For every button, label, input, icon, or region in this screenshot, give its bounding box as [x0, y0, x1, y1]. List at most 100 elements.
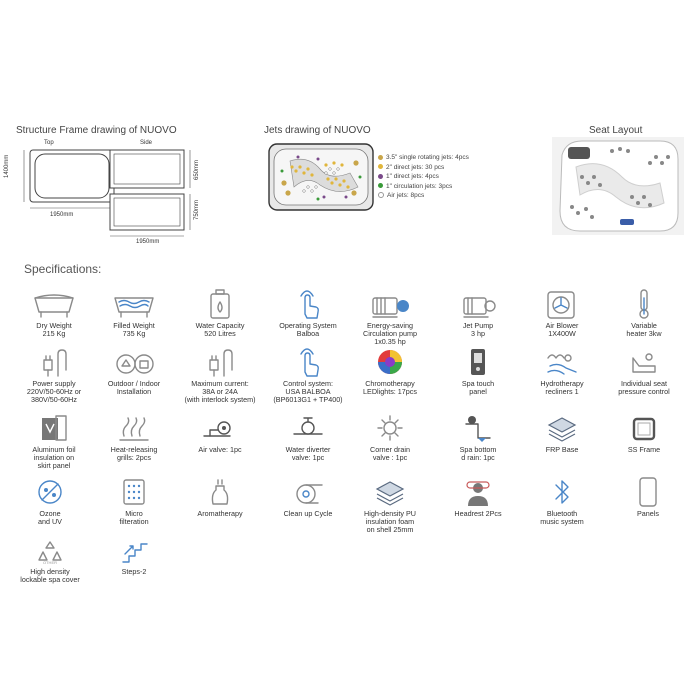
jet-pump-icon — [463, 297, 496, 318]
heat-grill-icon — [119, 417, 149, 441]
spec-item-ozone-uv: Ozone and UV — [10, 474, 90, 526]
jets-legend: 3.5" single rotating jets: 4pcs 2" direc… — [378, 153, 469, 201]
spec-item-aluminum-foil: Aluminum foil insulation on skirt panel — [14, 410, 94, 470]
panels-icon — [639, 477, 657, 507]
spec-item-touch-panel: Spa touch panel — [438, 344, 518, 396]
filled-weight-icon — [114, 297, 154, 318]
spec-item-dry-weight: Dry Weight 215 Kg — [14, 286, 94, 338]
ozone-uv-icon — [38, 480, 62, 504]
steps-icon — [122, 543, 148, 563]
top-view-label: Top — [44, 140, 54, 146]
legend-item: Air jets: 8pcs — [378, 191, 469, 201]
frp-base-icon — [547, 417, 577, 442]
recliner-icon — [547, 354, 577, 375]
frame-title: Structure Frame drawing of NUOVO — [16, 125, 177, 136]
control-system-icon — [300, 348, 319, 377]
spec-label: Ozone and UV — [38, 509, 62, 526]
top-height-dim: 1400mm — [4, 154, 10, 178]
spec-label: Bluetooth music system — [540, 509, 584, 526]
spec-label: Control system: USA BALBOA (BP6013G1 + T… — [273, 379, 343, 404]
legend-dot-icon — [378, 192, 384, 199]
spec-label: Water diverter valve: 1pc — [285, 445, 331, 462]
spec-item-panels: Panels — [608, 474, 688, 518]
bottom-drain-icon — [465, 416, 491, 442]
spec-label: Aluminum foil insulation on skirt panel — [32, 445, 76, 470]
spec-item-operating-system: Operating System Balboa — [268, 286, 348, 338]
heater-icon — [639, 289, 649, 319]
diverter-valve-icon — [293, 417, 323, 435]
spec-item-bluetooth: Bluetooth music system — [522, 474, 602, 526]
spec-label: Hydrotherapy recliners 1 — [540, 379, 584, 396]
spec-item-cleanup-cycle: Clean up Cycle — [268, 474, 348, 518]
spec-item-steps: Steps-2 — [94, 532, 174, 576]
spec-label: Maximum current: 38A or 24A (with interl… — [184, 379, 256, 404]
spec-label: Air valve: 1pc — [198, 445, 242, 454]
spec-label: Dry Weight 215 Kg — [36, 321, 72, 338]
spec-item-led-lights: Chromotherapy LEDlights: 17pcs — [350, 344, 430, 396]
air-blower-icon — [547, 291, 575, 319]
legend-item: 1" circulation jets: 3pcs — [378, 182, 469, 192]
spec-label: Chromotherapy LEDlights: 17pcs — [363, 379, 417, 396]
led-lights-icon — [378, 350, 402, 374]
legend-item: 3.5" single rotating jets: 4pcs — [378, 153, 469, 163]
jets-title: Jets drawing of NUOVO — [264, 125, 371, 136]
spec-item-heater: Variable heater 3kw — [604, 286, 684, 338]
ss-frame-icon — [632, 417, 656, 441]
spec-item-frp-base: FRP Base — [522, 410, 602, 454]
spec-label: Spa touch panel — [461, 379, 495, 396]
current-plug-icon — [209, 349, 233, 377]
aromatherapy-icon — [211, 479, 229, 505]
spec-label: Spa bottom d rain: 1pc — [459, 445, 497, 462]
frame-drawing — [23, 149, 191, 237]
top-width-dim: 1950mm — [50, 212, 74, 218]
spec-label: Water Capacity 520 Litres — [195, 321, 245, 338]
spec-item-air-valve: Air valve: 1pc — [180, 410, 260, 454]
spec-item-pu-foam: High-density PU insulation foam on shell… — [350, 474, 430, 534]
spec-item-micro-filter: Micro filteration — [94, 474, 174, 526]
spec-label: Energy-saving Circulation pump 1x0.35 hp — [363, 321, 417, 346]
spec-item-ss-frame: SS Frame — [604, 410, 684, 454]
spec-item-diverter-valve: Water diverter valve: 1pc — [268, 410, 348, 462]
legend-item: 2" direct jets: 30 pcs — [378, 163, 469, 173]
cleanup-cycle-icon — [296, 484, 323, 504]
micro-filter-icon — [123, 479, 145, 505]
side2-height-dim: 750mm — [194, 199, 200, 220]
spec-label: FRP Base — [545, 445, 579, 454]
air-valve-icon — [203, 421, 231, 437]
pu-foam-icon — [375, 481, 405, 506]
spec-label: Filled Weight 735 Kg — [113, 321, 155, 338]
spec-item-recliner: Hydrotherapy recliners 1 — [522, 344, 602, 396]
legend-dot-icon — [378, 154, 383, 160]
spec-item-headrest: Headrest 2Pcs — [438, 474, 518, 518]
spec-item-water-capacity: Water Capacity 520 Litres — [180, 286, 260, 338]
seat-title: Seat Layout — [589, 125, 643, 136]
operating-system-icon — [300, 290, 319, 319]
spec-item-max-current: Maximum current: 38A or 24A (with interl… — [180, 344, 260, 404]
circulation-pump-icon — [372, 297, 409, 318]
spec-label: Micro filteration — [119, 509, 149, 526]
jets-drawing — [268, 143, 374, 211]
spec-label: Heat-releasing grills: 2pcs — [110, 445, 158, 462]
spec-label: High density lockable spa cover — [20, 567, 80, 584]
water-capacity-icon — [210, 289, 230, 319]
spec-label: Headrest 2Pcs — [454, 509, 502, 518]
side-width-dim: 1950mm — [136, 239, 160, 245]
svg-text:OTHER: OTHER — [43, 560, 57, 565]
spec-item-aromatherapy: Aromatherapy — [180, 474, 260, 518]
spec-item-jet-pump: Jet Pump 3 hp — [438, 286, 518, 338]
spec-label: Variable heater 3kw — [626, 321, 662, 338]
side1-height-dim: 650mm — [194, 159, 200, 180]
spec-label: Air Blower 1X400W — [545, 321, 579, 338]
spec-label: Operating System Balboa — [279, 321, 337, 338]
spec-label: Outdoor / Indoor Installation — [107, 379, 161, 396]
legend-dot-icon — [378, 173, 383, 179]
spec-label: Individual seat pressure control — [618, 379, 670, 396]
outdoor-indoor-icon — [116, 354, 154, 374]
spec-label: Aromatherapy — [197, 509, 243, 518]
spec-item-filled-weight: Filled Weight 735 Kg — [94, 286, 174, 338]
bluetooth-icon — [555, 480, 569, 504]
spec-label: Clean up Cycle — [283, 509, 333, 518]
spec-label: Panels — [637, 509, 659, 518]
aluminum-foil-icon — [42, 415, 67, 441]
spec-item-heat-grill: Heat-releasing grills: 2pcs — [94, 410, 174, 462]
